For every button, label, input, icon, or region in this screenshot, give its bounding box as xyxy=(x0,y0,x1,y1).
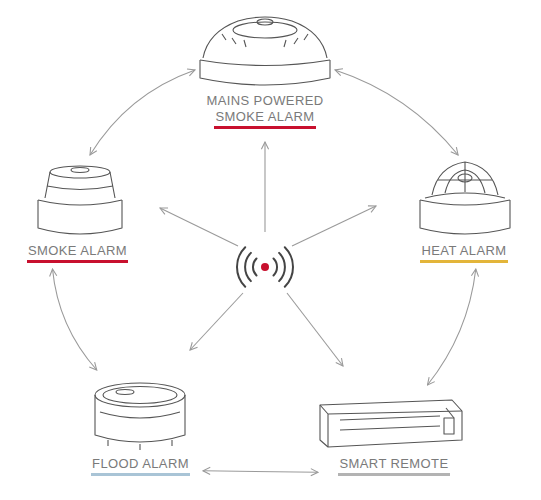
underline-bar xyxy=(420,260,507,263)
link-arrow xyxy=(427,269,475,385)
device-node: SMOKE ALARM xyxy=(15,155,140,269)
device-label: MAINS POWERED SMOKE ALARM xyxy=(195,93,335,125)
mains-smoke-alarm-icon xyxy=(200,17,330,85)
underline-bar xyxy=(91,473,190,476)
device-label: SMOKE ALARM xyxy=(15,243,140,259)
wireless-symbol xyxy=(237,247,293,287)
underline-bar xyxy=(27,260,128,263)
link-arrow xyxy=(53,269,97,370)
device-label: FLOOD ALARM xyxy=(78,456,203,472)
device-node: MAINS POWERED SMOKE ALARM xyxy=(195,5,335,135)
signal-arrows xyxy=(160,142,376,366)
flood-alarm-icon xyxy=(95,383,185,450)
device-node: SMART REMOTE xyxy=(318,385,470,482)
link-arrow xyxy=(90,70,195,155)
smart-remote-icon xyxy=(320,400,462,447)
device-label: SMART REMOTE xyxy=(318,456,470,472)
device-node: FLOOD ALARM xyxy=(78,370,203,482)
link-arrow xyxy=(203,471,318,473)
heat-alarm-icon xyxy=(420,162,510,234)
link-arrow xyxy=(335,70,458,155)
underline-bar xyxy=(338,473,449,476)
device-node: HEAT ALARM xyxy=(405,155,523,269)
underline-bar xyxy=(214,126,315,129)
smoke-alarm-icon xyxy=(38,166,122,234)
device-label: HEAT ALARM xyxy=(405,243,523,259)
